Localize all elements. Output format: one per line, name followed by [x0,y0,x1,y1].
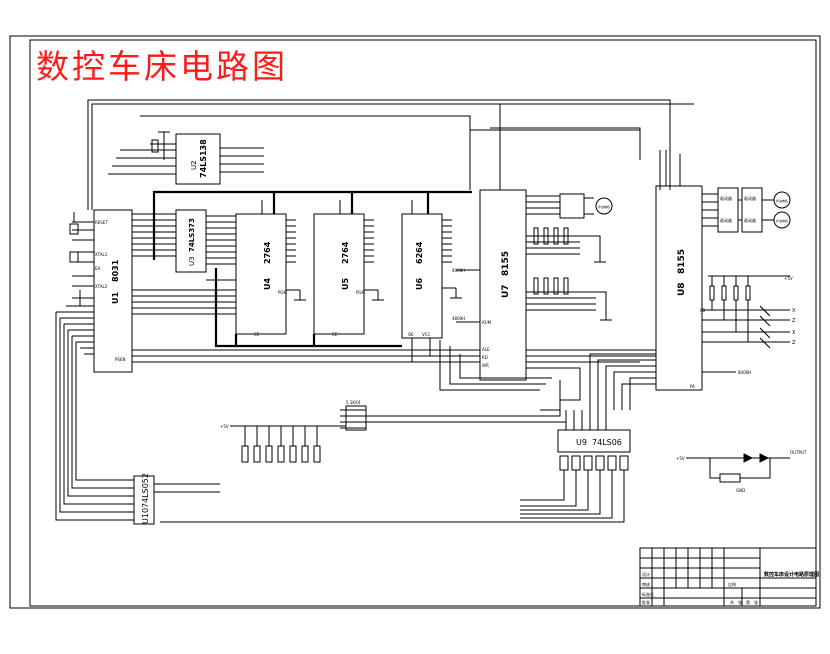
u2-ref: U2 [190,160,198,170]
driver-label-3: 驱动器 [744,195,756,201]
title-block-field-1: 设计 [642,571,650,577]
motor-label-3: 步进电机 [598,204,610,209]
motor-label-1: 步进电机 [776,198,788,203]
diagram-title: 数控车床电路图 [36,47,288,86]
sheet-border [9,35,821,609]
u10-ref: U10 [141,508,150,524]
u1-part: 8031 [111,259,120,282]
pin-ea: EA [95,266,101,271]
pin-wr: WR [482,363,489,368]
title-block-field-4: 批准 [642,599,650,605]
switch-label-4: Z [792,340,796,346]
pin-oe-u6: OE [408,332,414,337]
pin-pgm-u4: PGM [278,290,288,295]
u10-part: 74LS052 [141,473,150,508]
pin-pgm-u5: PGM [356,290,366,295]
u8-ref: U8 [677,282,687,296]
u9-part: 74LS06 [592,438,622,447]
net-addr-4000: 4000H [452,268,465,273]
pin-ale: ALE [482,347,490,352]
u1-ref: U1 [111,292,120,304]
net-addr-4800: 4800H [452,316,465,321]
u7-ref: U7 [501,284,511,298]
u4-part: 2764 [263,241,272,264]
pin-xtal2: XTAL2 [95,284,108,289]
sheet-inner-border [29,39,817,607]
pin-rd: RD [482,355,488,360]
switch-label-3: X [792,330,796,336]
u7-part: 8155 [501,251,511,276]
pin-pa-u8: PA [690,384,695,389]
net-vcc-diode: +5V [676,456,685,461]
u6-part: 6264 [415,241,424,264]
net-vcc-left: +5V [220,424,229,429]
title-block-field-8: 第 [746,599,750,605]
pin-psen: PSEN [115,357,125,362]
net-gnd: GND [736,488,745,493]
net-output: OUTPUT [790,450,807,455]
pin-pb-u8: PB [700,308,705,313]
u6-ref: U6 [415,278,424,290]
driver-label-2: 驱动器 [720,217,732,223]
pin-reset: RESET [95,220,108,225]
title-block-field-5: 比例 [728,581,736,587]
title-block-drawing-name: 数控车床设计电路原理图 [764,571,819,578]
title-block-field-3: 标准化 [642,591,654,597]
title-block-field-9: 张 [754,599,758,605]
u5-ref: U5 [341,278,350,290]
switch-label-2: Z [792,318,796,324]
u5-part: 2764 [341,241,350,264]
u3-part: 74LS373 [188,218,196,252]
switch-label-1: X [792,308,796,314]
driver-label-1: 驱动器 [720,195,732,201]
pin-io-m: IO/M [482,320,492,325]
pin-ce-u5: CE [332,332,338,337]
motor-label-2: 步进电机 [776,218,788,223]
title-block-field-7: 张 [738,599,742,605]
pin-ce-u4: CE [254,332,260,337]
pin-vcc-u6: VCC [422,332,431,337]
u2-part: 74LS138 [199,139,208,178]
title-block-field-6: 共 [730,599,734,605]
net-res-array: 5.1KX4 [346,400,361,405]
u8-part: 8155 [677,249,687,274]
u9-ref: U9 [576,438,587,447]
driver-label-4: 驱动器 [744,217,756,223]
pin-xtal1: XTAL1 [95,252,108,257]
title-block-field-2: 审核 [642,581,650,587]
net-vcc-u8: +5V [784,276,793,281]
u3-ref: U3 [188,256,196,266]
net-addr-8000: 8000H [738,370,751,375]
u4-ref: U4 [263,278,272,290]
